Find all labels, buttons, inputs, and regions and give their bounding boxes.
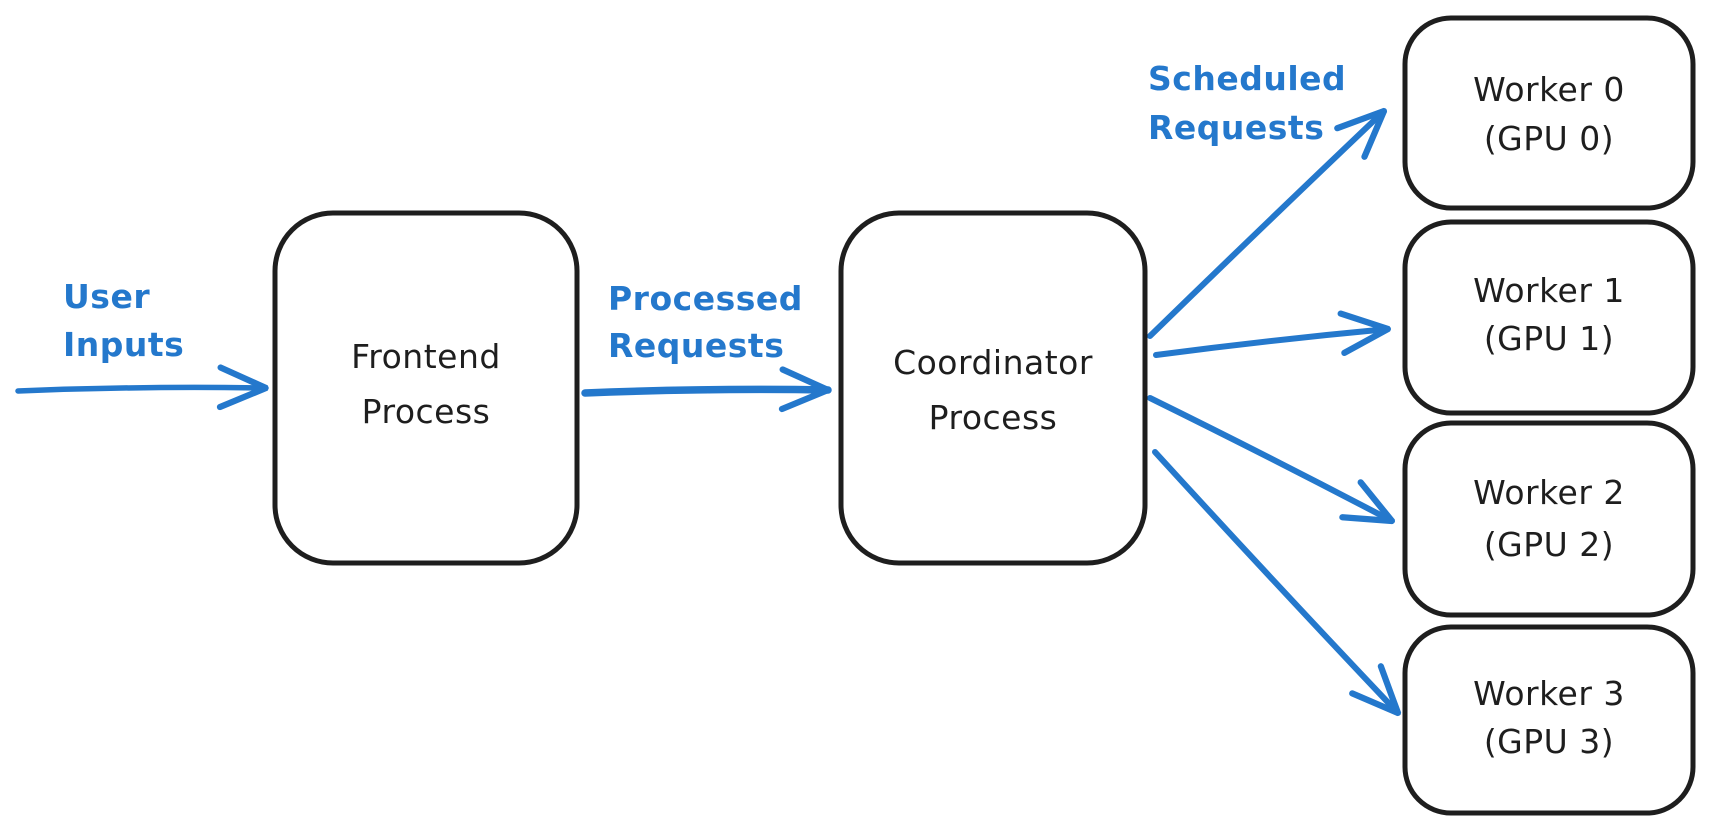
frontend-process-label-line2: Process (362, 392, 491, 431)
worker-0-label-line2: (GPU 0) (1484, 119, 1614, 158)
user-inputs-label-line2: Inputs (63, 325, 184, 364)
scheduled-arrow-worker-2 (1147, 395, 1392, 521)
worker-0-node: Worker 0 (GPU 0) (1402, 15, 1696, 211)
processed-requests-label-line2: Requests (608, 326, 784, 365)
worker-2-box (1402, 420, 1696, 618)
processed-requests-arrow (581, 389, 832, 393)
frontend-process-node: Frontend Process (272, 210, 580, 566)
scheduled-requests-label-line1: Scheduled (1148, 59, 1346, 98)
processed-requests-label: Processed Requests (608, 279, 803, 365)
worker-3-node: Worker 3 (GPU 3) (1402, 624, 1696, 816)
coordinator-process-label-line1: Coordinator (893, 343, 1093, 382)
worker-2-label-line1: Worker 2 (1473, 473, 1625, 512)
worker-0-label-line1: Worker 0 (1473, 70, 1625, 109)
coordinator-process-node: Coordinator Process (838, 210, 1148, 566)
worker-1-node: Worker 1 (GPU 1) (1402, 219, 1696, 416)
frontend-process-box (272, 210, 580, 566)
worker-1-box (1402, 219, 1696, 416)
user-inputs-label: User Inputs (63, 277, 184, 364)
scheduled-requests-label-line2: Requests (1148, 108, 1324, 147)
scheduled-arrow-worker-0 (1147, 111, 1384, 339)
frontend-process-label-line1: Frontend (351, 337, 501, 376)
scheduled-arrow-worker-3 (1152, 449, 1398, 713)
coordinator-process-label-line2: Process (929, 398, 1058, 437)
worker-1-label-line1: Worker 1 (1473, 271, 1625, 310)
worker-3-box (1402, 624, 1696, 816)
worker-0-box (1402, 15, 1696, 211)
user-inputs-label-line1: User (63, 277, 150, 316)
worker-2-node: Worker 2 (GPU 2) (1402, 420, 1696, 618)
worker-3-label-line1: Worker 3 (1473, 674, 1625, 713)
user-inputs-arrow (15, 387, 269, 391)
coordinator-process-box (838, 210, 1148, 566)
scheduled-arrow-worker-1 (1153, 329, 1388, 358)
worker-3-label-line2: (GPU 3) (1484, 722, 1614, 761)
processed-requests-label-line1: Processed (608, 279, 803, 318)
worker-2-label-line2: (GPU 2) (1484, 525, 1614, 564)
worker-1-label-line2: (GPU 1) (1484, 319, 1614, 358)
scheduled-requests-label: Scheduled Requests (1148, 59, 1346, 147)
